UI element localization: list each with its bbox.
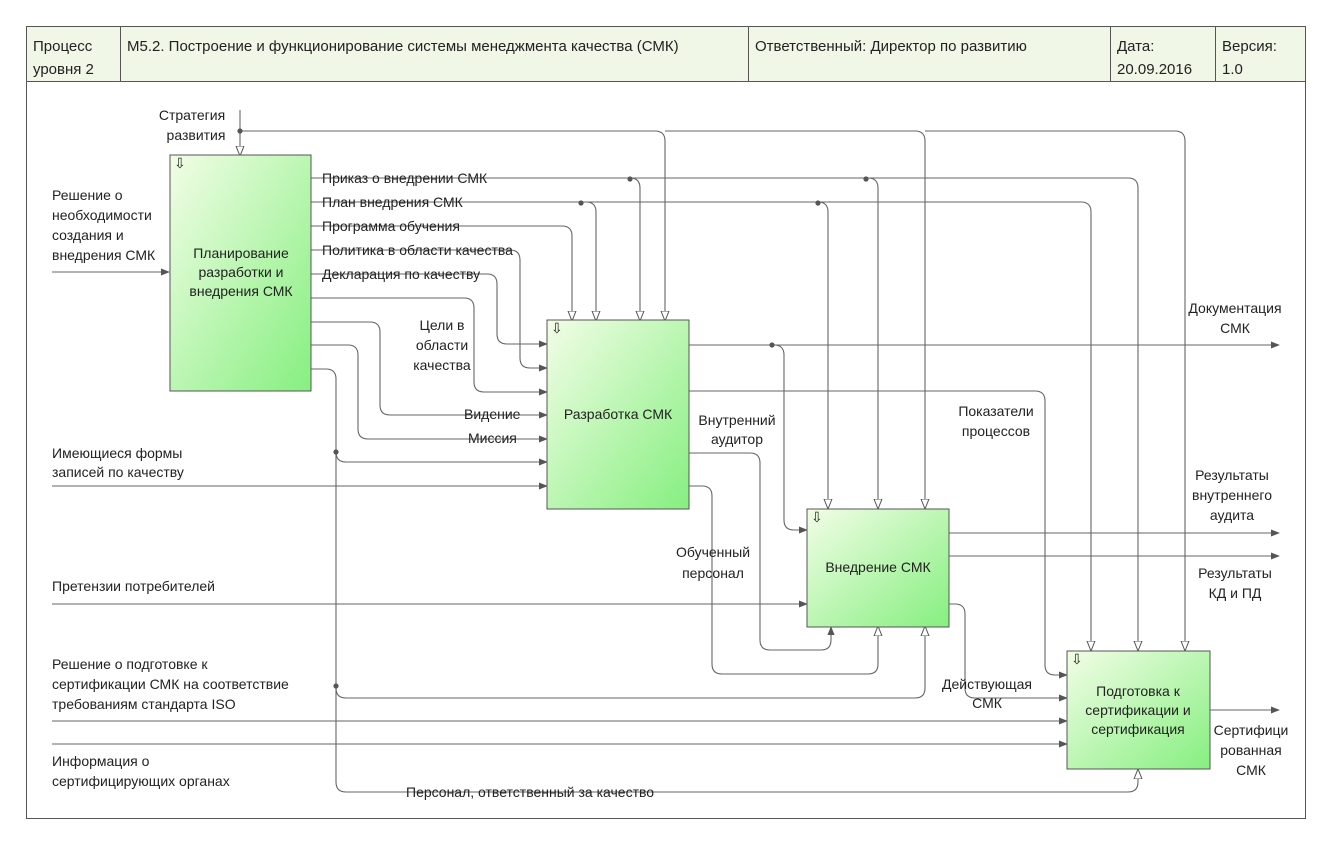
label-audit-results-1: Результаты xyxy=(1195,467,1269,483)
arrow-mission-to-development xyxy=(311,344,548,443)
label-forms-1: Имеющиеся формы xyxy=(52,445,182,461)
label-vision: Видение xyxy=(464,406,521,422)
arrow-documentation-to-implementation xyxy=(772,344,808,534)
arrow-active-qms-to-certification xyxy=(949,603,1068,702)
label-goals-3: качества xyxy=(413,357,471,373)
date-value: 20.09.2016 xyxy=(1117,61,1193,78)
label-order: Приказ о внедрении СМК xyxy=(322,170,488,186)
label-audit-results-2: внутреннего xyxy=(1192,487,1272,503)
label-active-qms-2: СМК xyxy=(972,695,1003,711)
arrow-labels: Стратегия развития Решение о необходимос… xyxy=(52,107,1288,800)
box-certification[interactable]: ⇩ Подготовка к сертификации и сертификац… xyxy=(1066,650,1211,770)
box-planning[interactable]: ⇩ Планирование разработки и внедрения СМ… xyxy=(169,154,312,392)
arrow-order-to-certification xyxy=(868,177,1138,650)
header-bar: Процесс уровня 2 М5.2. Построение и функ… xyxy=(26,26,1306,82)
box-corner-icon: ⇩ xyxy=(174,155,186,171)
label-quality-staff: Персонал, ответственный за качество xyxy=(406,784,654,800)
planning-title-3: внедрения СМК xyxy=(189,283,293,299)
label-decision-3: создания и xyxy=(52,227,124,243)
box-corner-icon: ⇩ xyxy=(551,320,563,336)
process-level-line-2: уровня 2 xyxy=(33,61,94,78)
label-declaration: Декларация по качеству xyxy=(322,266,480,282)
label-documentation-2: СМК xyxy=(1220,320,1251,336)
certification-title-1: Подготовка к xyxy=(1096,683,1181,699)
planning-title-2: разработки и xyxy=(199,264,284,280)
label-indicators-2: процессов xyxy=(962,423,1030,439)
arrow-auditor-to-implementation xyxy=(689,452,835,651)
label-documentation-1: Документация xyxy=(1188,300,1281,316)
label-goals-2: области xyxy=(416,337,468,353)
arrow-vision-to-development xyxy=(311,321,548,419)
label-cert-bodies-1: Информация о xyxy=(52,753,150,769)
arrow-quality-staff-to-certification xyxy=(311,368,1138,793)
label-kd-pd-1: Результаты xyxy=(1198,565,1272,581)
label-goals-1: Цели в xyxy=(420,317,465,333)
certification-title-3: сертификация xyxy=(1091,721,1184,737)
label-mission: Миссия xyxy=(468,430,517,446)
arrow-declaration-to-development xyxy=(311,273,548,348)
arrow-training-to-development xyxy=(311,225,572,320)
label-active-qms-1: Действующая xyxy=(942,676,1032,692)
process-title: М5.2. Построение и функционирование сист… xyxy=(127,38,679,55)
date-label: Дата: xyxy=(1117,38,1155,55)
arrow-goals-to-development xyxy=(311,297,548,396)
arrow-trained-staff-to-implementation xyxy=(689,485,878,675)
arrow-quality-staff-to-development xyxy=(335,451,548,466)
box-corner-icon: ⇩ xyxy=(811,509,823,525)
planning-title-1: Планирование xyxy=(193,245,289,261)
process-level-line-1: Процесс xyxy=(33,38,93,55)
responsible-cell: Ответственный: Директор по развитию xyxy=(749,27,1111,81)
implementation-title: Внедрение СМК xyxy=(825,559,931,575)
label-indicators-1: Показатели xyxy=(958,403,1033,419)
label-auditor-1: Внутренний xyxy=(698,412,775,428)
label-auditor-2: аудитор xyxy=(711,431,763,447)
date-cell: Дата: 20.09.2016 xyxy=(1111,27,1216,81)
label-certified-2: рованная xyxy=(1220,742,1281,758)
label-plan: План внедрения СМК xyxy=(322,194,464,210)
label-decision-4: внедрения СМК xyxy=(52,247,156,263)
arrow-strategy-to-implementation xyxy=(665,130,925,508)
responsible-text: Ответственный: Директор по развитию xyxy=(755,38,1027,55)
certification-title-2: сертификации и xyxy=(1085,702,1190,718)
label-decision-2: необходимости xyxy=(52,207,152,223)
process-title-cell: М5.2. Построение и функционирование сист… xyxy=(121,27,749,81)
label-decision-1: Решение о xyxy=(52,187,123,203)
label-trained-staff-1: Обученный xyxy=(676,544,750,560)
box-corner-icon: ⇩ xyxy=(1071,651,1083,667)
label-kd-pd-2: КД и ПД xyxy=(1209,585,1262,601)
label-trained-staff-2: персонал xyxy=(682,565,744,581)
process-level-cell: Процесс уровня 2 xyxy=(27,27,121,81)
label-training: Программа обучения xyxy=(322,218,460,234)
version-cell: Версия: 1.0 xyxy=(1216,27,1305,81)
arrow-strategy-to-development xyxy=(240,130,665,320)
version-label: Версия: xyxy=(1222,38,1277,55)
label-certified-1: Сертифици xyxy=(1214,722,1289,738)
label-certified-3: СМК xyxy=(1236,762,1267,778)
label-cert-decision-1: Решение о подготовке к xyxy=(52,656,208,672)
label-policy: Политика в области качества xyxy=(322,242,513,258)
label-audit-results-3: аудита xyxy=(1210,507,1254,523)
box-development[interactable]: ⇩ Разработка СМК xyxy=(546,319,690,510)
label-cert-decision-2: сертификации СМК на соответствие xyxy=(52,676,289,692)
arrow-quality-staff-to-implementation xyxy=(335,627,925,699)
label-forms-2: записей по качеству xyxy=(52,464,184,480)
label-cert-decision-3: требованиям стандарта ISO xyxy=(52,696,236,712)
label-cert-bodies-2: сертифицирующих органах xyxy=(52,773,230,789)
label-strategy-2: развития xyxy=(167,127,226,143)
version-value: 1.0 xyxy=(1222,61,1243,78)
arrow-policy-to-development xyxy=(311,249,548,372)
arrow-strategy-to-certification xyxy=(925,130,1185,650)
label-strategy-1: Стратегия xyxy=(159,107,225,123)
label-claims: Претензии потребителей xyxy=(52,578,215,594)
development-title: Разработка СМК xyxy=(564,406,673,422)
box-implementation[interactable]: ⇩ Внедрение СМК xyxy=(806,508,950,628)
connection-lines xyxy=(52,110,1280,793)
arrow-plan-to-certification xyxy=(818,201,1091,650)
